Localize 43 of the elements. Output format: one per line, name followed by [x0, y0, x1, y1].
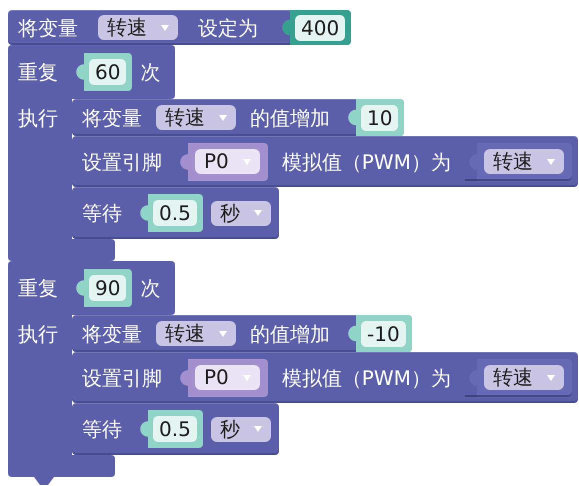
variable-block — [464, 142, 572, 180]
dropdown-field: 秒 — [210, 416, 271, 442]
block-label: 将变量 — [18, 16, 78, 40]
block-label: 设定为 — [198, 16, 258, 40]
number-input-field: -10 — [361, 320, 406, 346]
dropdown-field: 转速 — [484, 365, 564, 390]
number-input-field: 90 — [89, 275, 126, 301]
block-label: 的值增加 — [250, 322, 330, 346]
number-input-field: 0.5 — [153, 416, 197, 442]
block-label: 重复 — [18, 276, 58, 300]
dropdown-field: P0 — [195, 365, 260, 390]
variable-block — [464, 358, 572, 396]
number-input-field: 0.5 — [153, 200, 197, 226]
block-label: 执行 — [18, 106, 58, 130]
dropdown-field: 转速 — [156, 321, 236, 346]
dropdown-field: 转速 — [156, 105, 236, 130]
block-label: 执行 — [18, 322, 58, 346]
block-label: 设置引脚 — [82, 150, 162, 174]
block-label: 设置引脚 — [82, 366, 162, 390]
block-label: 次 — [140, 60, 160, 84]
number-input-field: 10 — [361, 104, 398, 130]
block-label: 将变量 — [82, 106, 142, 130]
number-input-field: 60 — [89, 59, 126, 85]
analog-write-block — [72, 352, 578, 403]
wait-block — [72, 187, 279, 239]
block-label: 次 — [140, 276, 160, 300]
block-label: 模拟值（PWM）为 — [282, 150, 451, 174]
change-variable-block — [72, 99, 404, 136]
set-variable-block — [8, 10, 352, 45]
block-label: 模拟值（PWM）为 — [282, 366, 451, 390]
dropdown-field: 秒 — [210, 200, 271, 226]
block-label: 的值增加 — [250, 106, 330, 130]
dropdown-field: P0 — [195, 149, 260, 174]
number-input-field: 400 — [295, 14, 346, 40]
dropdown-field: 转速 — [98, 15, 178, 40]
analog-write-block — [72, 136, 578, 187]
block-label: 将变量 — [82, 322, 142, 346]
dropdown-field: 转速 — [484, 149, 564, 174]
block-label: 重复 — [18, 60, 58, 84]
block-label: 等待 — [82, 201, 122, 225]
block-label: 等待 — [82, 417, 122, 441]
wait-block — [72, 403, 279, 455]
change-variable-block — [72, 315, 412, 352]
